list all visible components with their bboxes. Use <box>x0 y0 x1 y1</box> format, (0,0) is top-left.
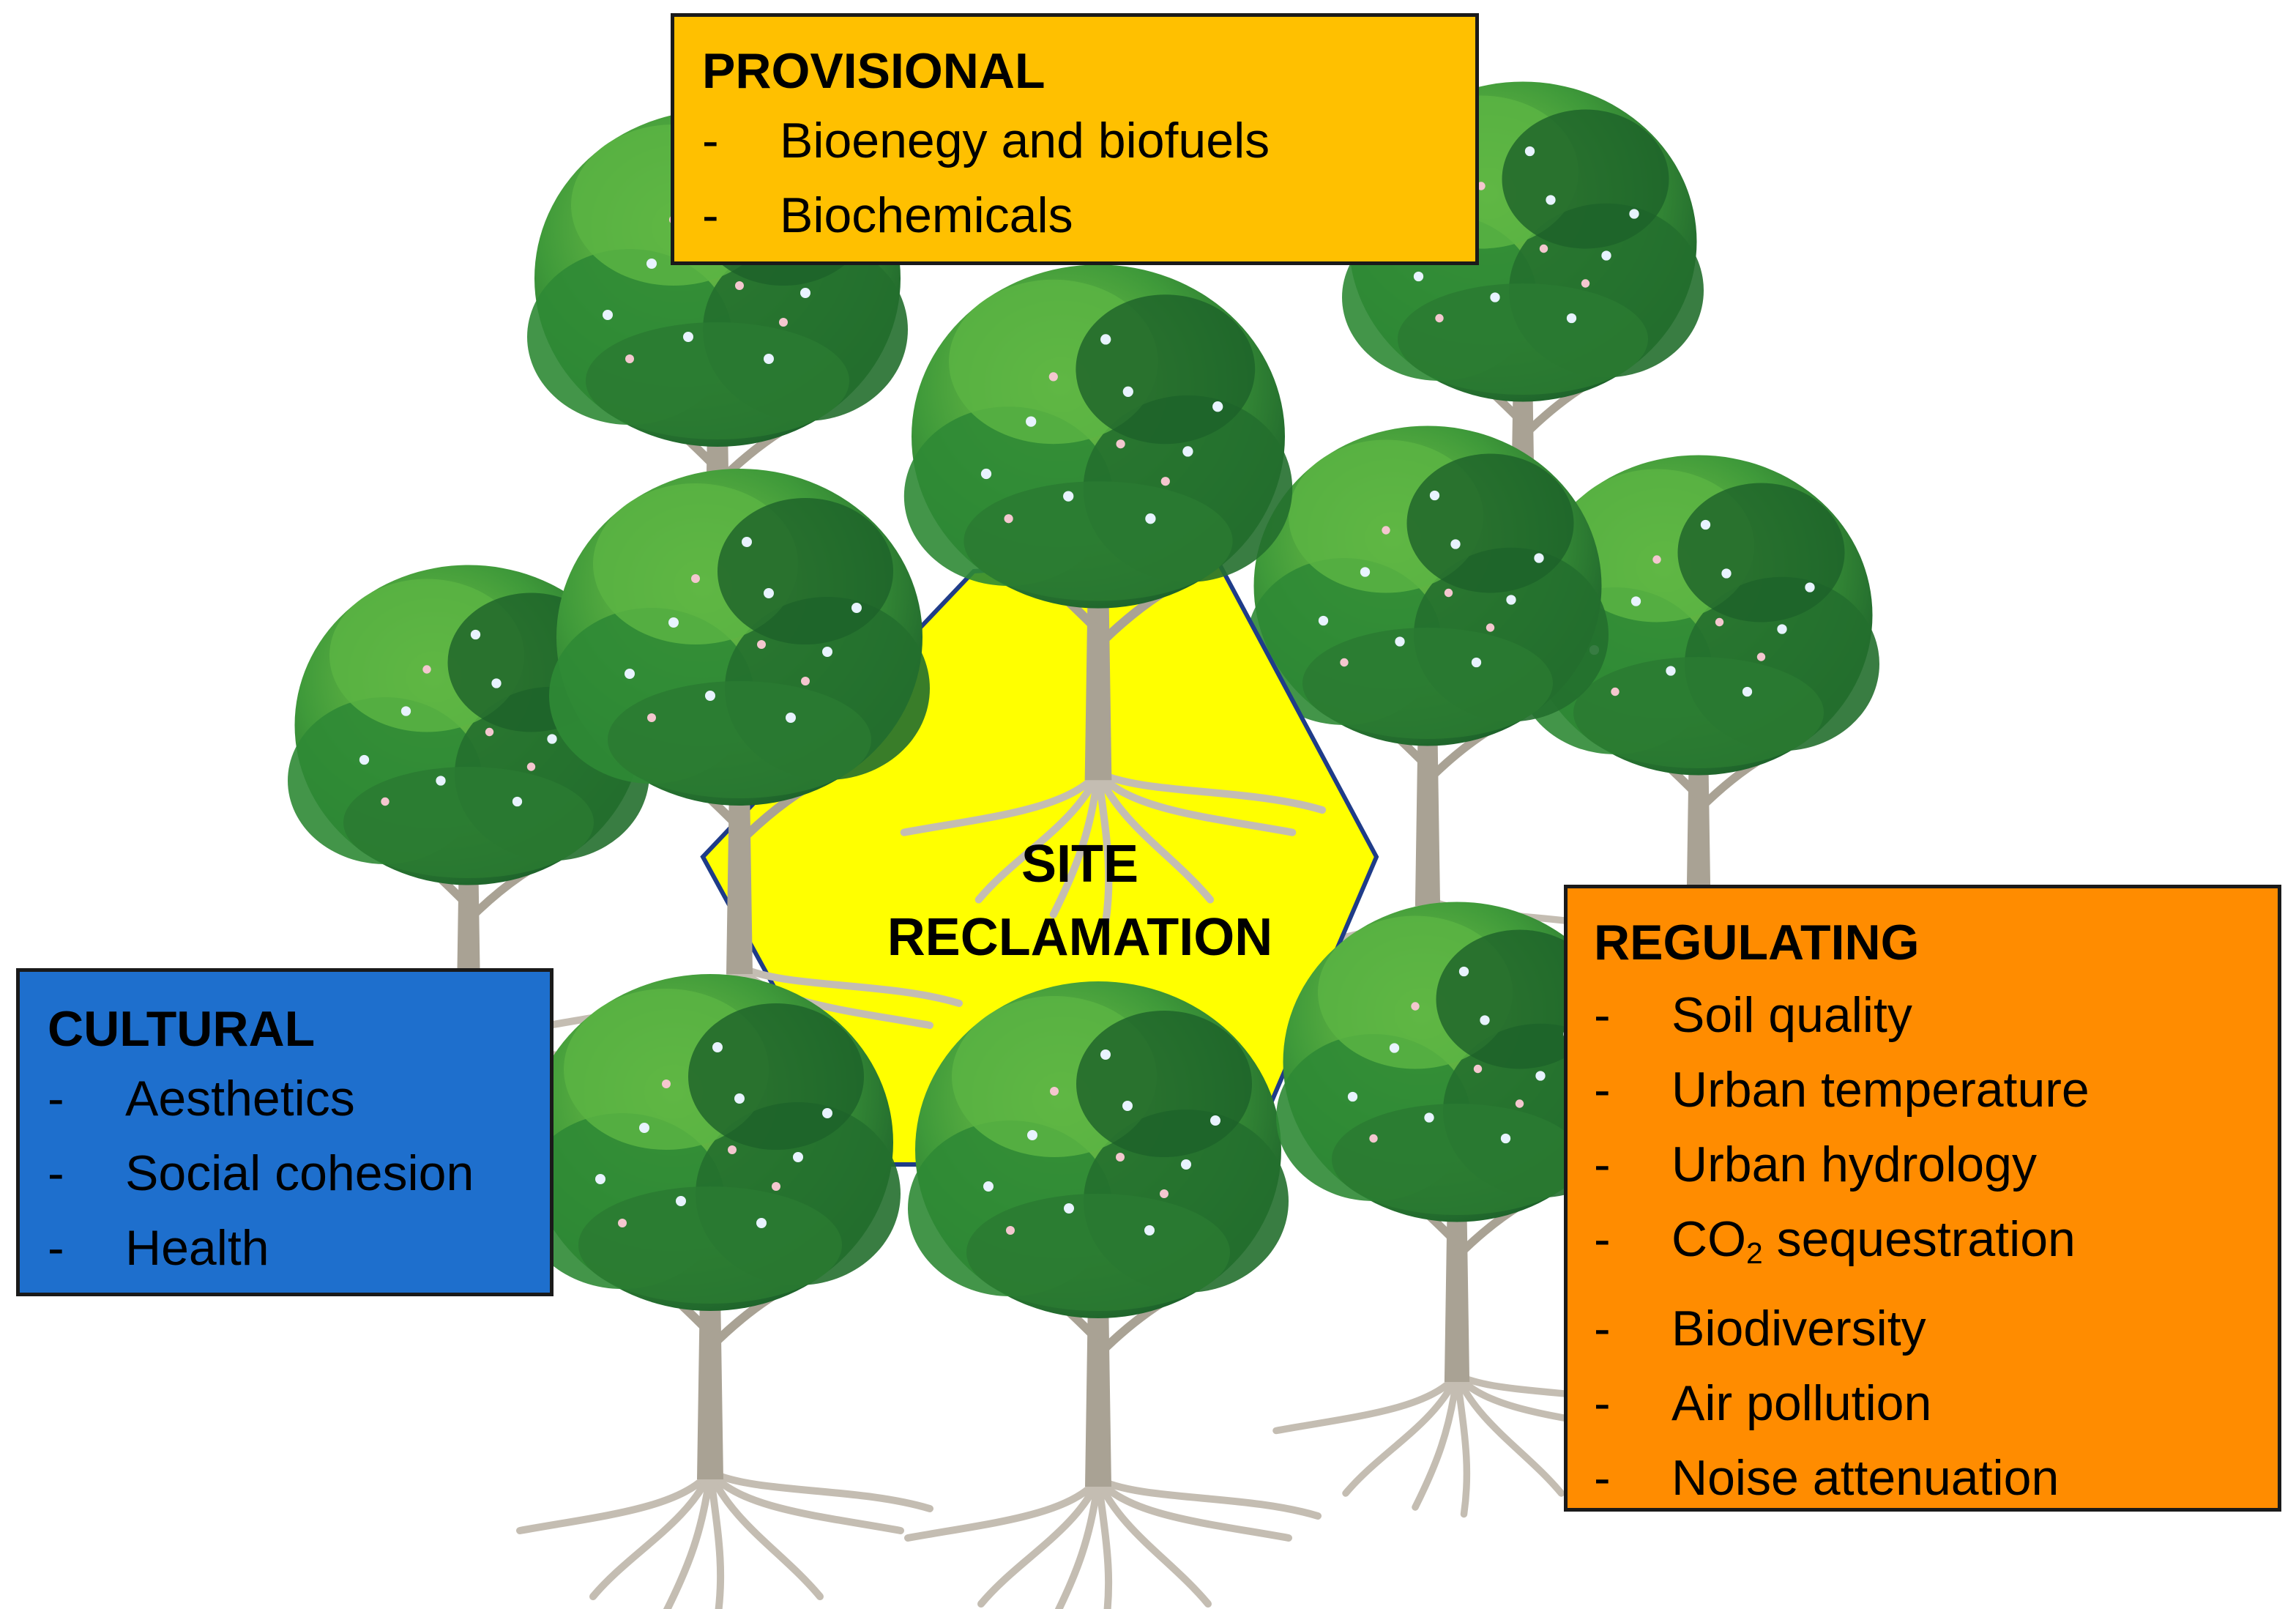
regulating-item: Urban temperature <box>1671 1062 2090 1118</box>
list-item: - Urban hydrology <box>1594 1127 2263 1202</box>
cultural-box: CULTURAL - Aesthetics - Social cohesion - H… <box>16 968 554 1296</box>
regulating-item: Air pollution <box>1671 1375 1932 1431</box>
regulating-title: REGULATING <box>1594 915 1920 970</box>
provisional-box: PROVISIONAL - Bioenegy and biofuels - Bioc… <box>671 13 1479 265</box>
co2-suffix: sequestration <box>1776 1211 2076 1268</box>
regulating-item: Soil quality <box>1671 987 1912 1044</box>
cultural-list: - Aesthetics - Social cohesion - Health <box>48 1061 535 1285</box>
regulating-box: REGULATING - Soil quality - Urban temperat… <box>1564 885 2281 1512</box>
co2-prefix: CO <box>1671 1211 1746 1268</box>
list-item: - Biodiversity <box>1594 1291 2263 1366</box>
bullet-dash: - <box>48 1145 64 1202</box>
bullet-dash: - <box>1594 1137 1611 1193</box>
regulating-item-co2: CO2 sequestration <box>1671 1202 2076 1290</box>
regulating-list: - Soil quality - Urban temperature - Urban … <box>1594 978 2263 1515</box>
list-item: - Soil quality <box>1594 978 2263 1052</box>
bullet-dash: - <box>48 1071 64 1127</box>
bullet-dash: - <box>1594 987 1611 1044</box>
list-item: - Biochemicals <box>702 178 1453 253</box>
provisional-item: Bioenegy and biofuels <box>780 113 1270 169</box>
list-item: - CO2 sequestration <box>1594 1202 2263 1290</box>
tree-front-2 <box>908 981 1318 1609</box>
list-item: - Health <box>48 1211 535 1285</box>
bullet-dash: - <box>1594 1211 1611 1268</box>
regulating-item: Urban hydrology <box>1671 1137 2037 1193</box>
list-item: - Urban temperature <box>1594 1052 2263 1127</box>
cultural-item: Social cohesion <box>125 1145 474 1202</box>
bullet-dash: - <box>48 1220 64 1277</box>
list-item: - Noise attenuation <box>1594 1441 2263 1515</box>
bullet-dash: - <box>702 187 719 244</box>
cultural-item: Health <box>125 1220 269 1277</box>
list-item: - Bioenegy and biofuels <box>702 103 1453 178</box>
provisional-item: Biochemicals <box>780 187 1073 244</box>
site-label-line1: SITE <box>1021 835 1139 893</box>
site-reclamation-label: SITE RECLAMATION <box>805 828 1354 974</box>
provisional-list: - Bioenegy and biofuels - Biochemicals <box>702 103 1453 253</box>
tree-front-1 <box>520 974 930 1609</box>
bullet-dash: - <box>1594 1062 1611 1118</box>
list-item: - Aesthetics <box>48 1061 535 1136</box>
regulating-item: Noise attenuation <box>1671 1449 2060 1506</box>
bullet-dash: - <box>702 113 719 169</box>
list-item: - Air pollution <box>1594 1366 2263 1441</box>
cultural-item: Aesthetics <box>125 1071 355 1127</box>
provisional-title: PROVISIONAL <box>702 43 1046 99</box>
bullet-dash: - <box>1594 1375 1611 1431</box>
site-label-line2: RECLAMATION <box>887 908 1273 967</box>
bullet-dash: - <box>1594 1300 1611 1356</box>
cultural-title: CULTURAL <box>48 1001 316 1057</box>
list-item: - Social cohesion <box>48 1136 535 1211</box>
regulating-item: Biodiversity <box>1671 1300 1926 1356</box>
co2-subscript: 2 <box>1746 1236 1763 1271</box>
bullet-dash: - <box>1594 1449 1611 1506</box>
